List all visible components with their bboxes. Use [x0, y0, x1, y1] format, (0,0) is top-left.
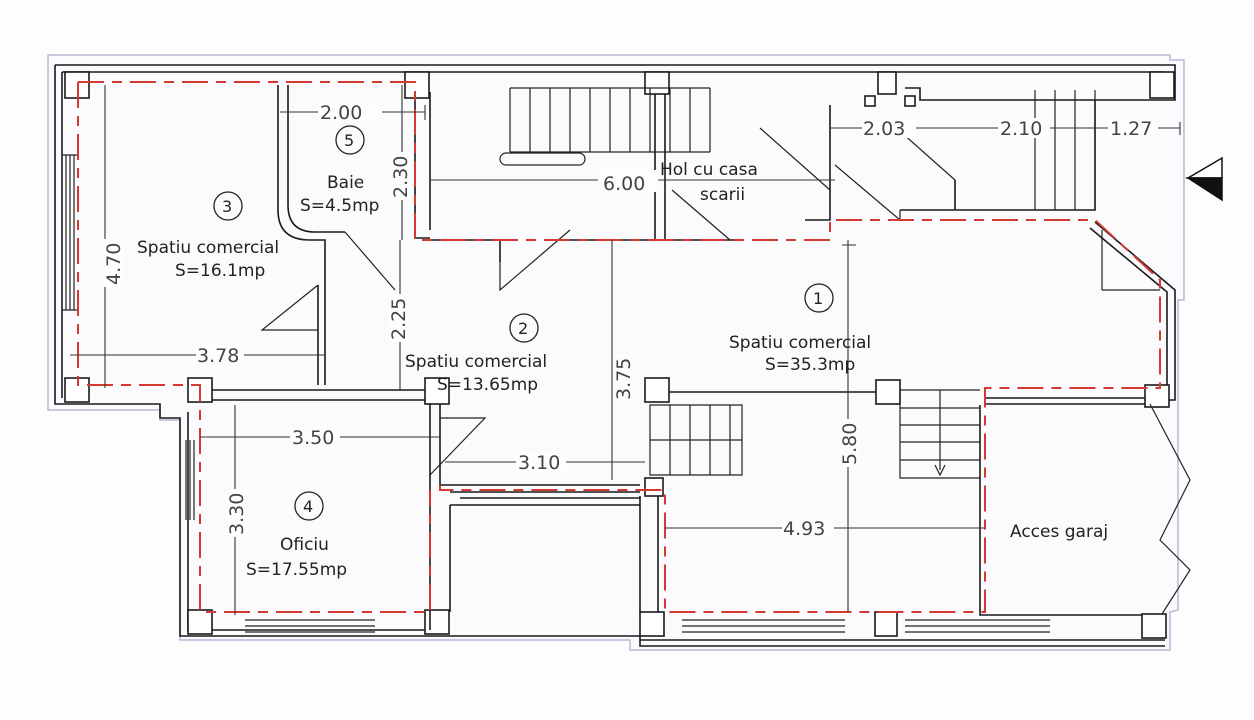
room-5[interactable]: 5 Baie S=4.5mp — [300, 125, 379, 216]
usable-area-outlines — [77, 81, 1161, 613]
dim-3-50: 3.50 — [292, 427, 334, 449]
dim-5-80: 5.80 — [839, 423, 861, 465]
door-swings — [260, 124, 1191, 615]
room-name: Spatiu comercial — [405, 352, 547, 372]
room-1[interactable]: 1 Spatiu comercial S=35.3mp — [729, 283, 871, 375]
dim-1-27: 1.27 — [1110, 118, 1152, 140]
entrance-arrow-icon — [1185, 156, 1223, 202]
windows — [62, 154, 1050, 633]
room-number: 3 — [222, 197, 232, 216]
room-name: Oficiu — [280, 535, 329, 555]
room-area: S=17.55mp — [246, 560, 347, 580]
room-area: S=16.1mp — [175, 261, 265, 281]
room-area: S=13.65mp — [437, 375, 538, 395]
dim-4-93: 4.93 — [783, 518, 825, 540]
hol-label-line1: Hol cu casa — [660, 160, 758, 180]
dim-4-70: 4.70 — [103, 243, 125, 285]
dim-3-10: 3.10 — [518, 452, 560, 474]
room-area: S=35.3mp — [765, 355, 855, 375]
dim-2-03: 2.03 — [863, 118, 905, 140]
hallway-stair-label: Hol cu casa scarii — [660, 160, 758, 205]
room-number: 4 — [303, 497, 313, 516]
room-number: 1 — [813, 289, 823, 308]
dim-6-00: 6.00 — [603, 173, 645, 195]
room-number: 2 — [518, 319, 528, 338]
dimension-labels: 2.00 2.30 4.70 3.78 2.25 6.00 2.03 2.10 … — [103, 102, 1158, 540]
room-name: Baie — [327, 173, 364, 193]
dim-2-00: 2.00 — [320, 102, 362, 124]
room-number: 5 — [344, 131, 354, 150]
staircases — [499, 87, 1096, 479]
hol-label-line2: scarii — [700, 185, 745, 205]
exterior-walls — [54, 64, 1176, 647]
room-name: Spatiu comercial — [729, 333, 871, 353]
dim-3-75: 3.75 — [613, 358, 635, 400]
room-3[interactable]: 3 Spatiu comercial S=16.1mp — [137, 191, 279, 281]
room-name: Spatiu comercial — [137, 238, 279, 258]
room-area: S=4.5mp — [300, 196, 379, 216]
room-2[interactable]: 2 Spatiu comercial S=13.65mp — [405, 313, 547, 395]
dim-3-30: 3.30 — [226, 493, 248, 535]
dim-2-30: 2.30 — [390, 156, 412, 198]
room-4[interactable]: 4 Oficiu S=17.55mp — [246, 491, 347, 580]
dim-3-78: 3.78 — [197, 345, 239, 367]
dim-2-25: 2.25 — [388, 298, 410, 340]
garage-access-label: Acces garaj — [1010, 522, 1108, 542]
dim-2-10: 2.10 — [1000, 118, 1042, 140]
columns — [64, 71, 1175, 639]
